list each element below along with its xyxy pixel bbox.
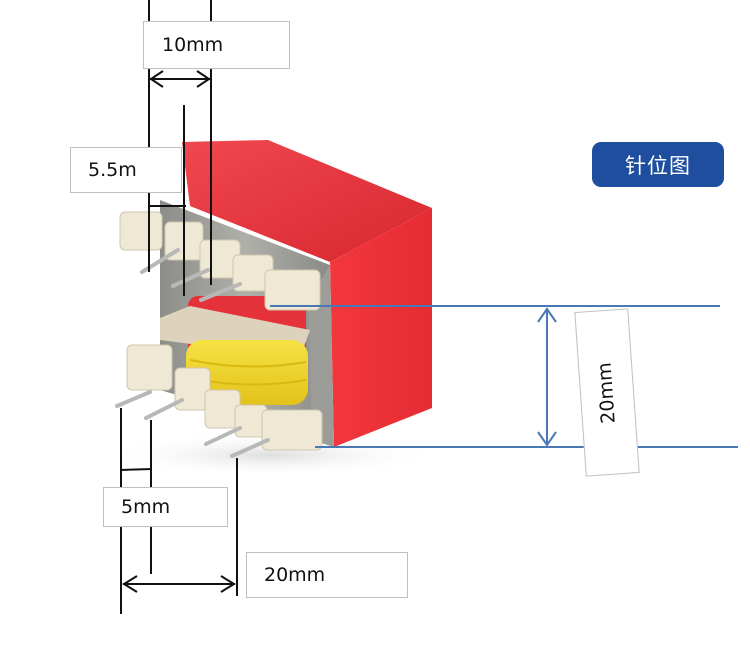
- body-height-label: 20mm: [574, 308, 640, 477]
- pin-pitch-bottom-label: 5mm: [103, 487, 228, 527]
- pin-row-width-label: 10mm: [143, 21, 290, 69]
- pin-pitch-top-text: 5.5m: [88, 159, 137, 181]
- yellow-winding: [186, 340, 308, 405]
- row-spacing-label: 20mm: [246, 552, 408, 598]
- shadow: [100, 433, 440, 477]
- bottom-terminals: [126, 344, 323, 451]
- height-dimension-lines: [270, 305, 738, 448]
- body-height-text: 20mm: [593, 361, 621, 424]
- pin-pitch-top-label: 5.5m: [70, 147, 182, 193]
- pin-pitch-bottom-text: 5mm: [121, 496, 171, 518]
- pin-row-width-text: 10mm: [162, 34, 224, 56]
- body-side-face: [330, 208, 432, 447]
- pins: [115, 248, 270, 458]
- pin-diagram-button[interactable]: 针位图: [592, 142, 724, 187]
- pin-diagram-button-label: 针位图: [625, 153, 691, 178]
- body-top-face: [182, 140, 432, 262]
- row-spacing-text: 20mm: [264, 564, 326, 586]
